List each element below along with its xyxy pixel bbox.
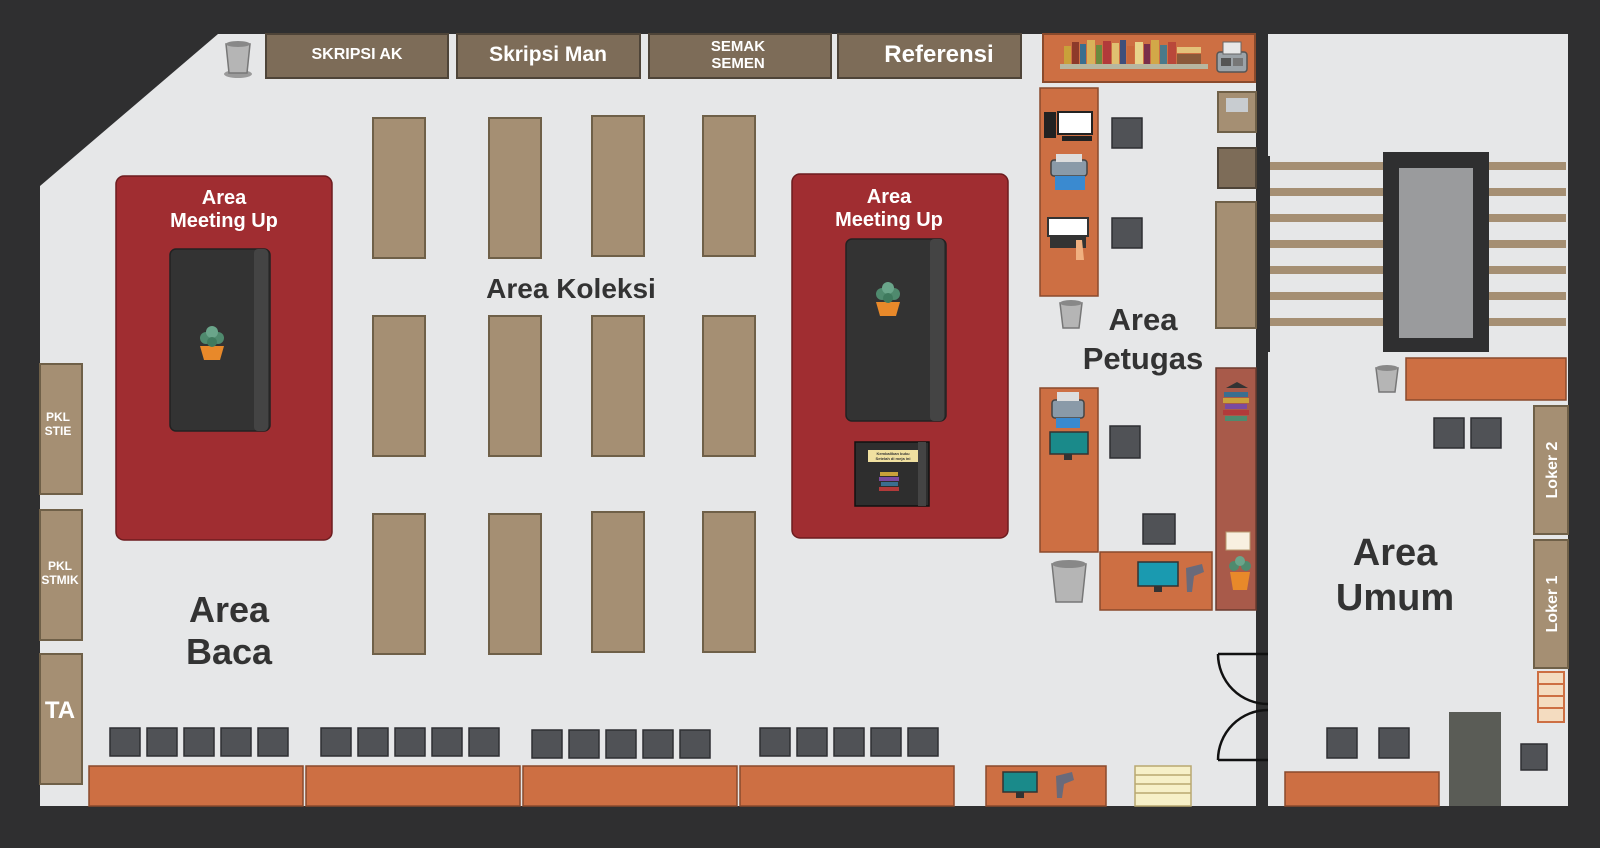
trash-bin-icon [224,41,252,78]
collection-shelves [372,115,756,655]
chairs-umum [1326,417,1548,771]
meeting-left-label-1: Area [202,187,247,209]
shelf-ta: TA [39,653,83,785]
plant-icon [200,326,224,360]
ta-label: TA [45,697,75,724]
area-petugas-label-2: Petugas [1083,341,1204,376]
reading-chairs [109,727,939,759]
area-baca-label-1: Area [189,589,270,630]
locker-2: Loker 2 [1533,405,1569,535]
notice-line-1: Kembalikan buku [876,451,910,456]
shelf-semak-semen: SEMAK SEMEN [648,33,832,79]
area-baca-label-2: Baca [186,631,273,672]
desk-umum-bottom [1284,771,1440,807]
loker-2-label: Loker 2 [1544,441,1561,498]
shelf-referensi: Referensi [837,33,1022,79]
area-umum-label-2: Umum [1336,577,1454,619]
shelf-semak-label: SEMAK [711,38,765,55]
desk-umum-top [1405,357,1567,401]
meeting-area-left: Area Meeting Up [115,175,333,541]
meeting-right-label-1: Area [867,186,912,208]
partition-wall [1256,34,1268,654]
notice-line-2: Setelah di meja ini [876,456,911,461]
shelf-referensi-label: Referensi [884,41,993,68]
service-desk-bottom [985,765,1107,807]
shelf-skripsi-man-label: Skripsi Man [489,43,607,66]
pkl-stmik-label-2: STMIK [41,573,79,587]
area-koleksi-label: Area Koleksi [486,273,656,304]
side-cabinets [1215,91,1257,329]
pkl-stie-label-1: PKL [46,410,70,424]
trash-bin-staff-icon [1059,300,1083,329]
fax-machine-icon [1216,41,1248,73]
locker-1: Loker 1 [1533,539,1569,669]
area-umum-label-1: Area [1353,532,1438,574]
meeting-right-label-2: Meeting Up [835,209,943,231]
shelf-pkl-stie: PKL STIE [39,363,83,495]
loker-1-label: Loker 1 [1544,575,1561,632]
shelf-semen-label: SEMEN [711,55,764,72]
door-icon [1216,652,1269,762]
shelf-pkl-stmik: PKL STMIK [39,509,83,641]
stairs-small-icon [1134,765,1192,807]
shelf-skripsi-man: Skripsi Man [456,33,641,79]
area-petugas-label-1: Area [1109,302,1179,337]
pkl-stie-label-2: STIE [45,424,72,438]
pkl-stmik-label-1: PKL [48,559,72,573]
trash-bin-large-icon [1051,560,1087,603]
service-counter [1099,551,1213,611]
staff-desk-top [1039,87,1099,297]
meeting-left-label-2: Meeting Up [170,210,278,232]
ladder-icon [1537,671,1565,723]
shelf-skripsi-ak-label: SKRIPSI AK [312,46,403,63]
meeting-area-right: Area Meeting Up Kembalikan buku Setelah … [791,173,1009,539]
shelf-skripsi-ak: SKRIPSI AK [265,33,449,79]
plant-icon-right [876,282,900,316]
staff-desk-bottom [1039,387,1099,553]
trash-bin-umum-icon [1375,365,1399,393]
floor-umum [1268,34,1568,806]
exit-door-panel [1449,712,1501,806]
reading-desks [88,765,955,807]
partition-wall-lower [1256,760,1268,806]
staff-chairs [1109,117,1176,545]
counter-shelf [1215,367,1257,611]
staircase [1268,152,1566,352]
